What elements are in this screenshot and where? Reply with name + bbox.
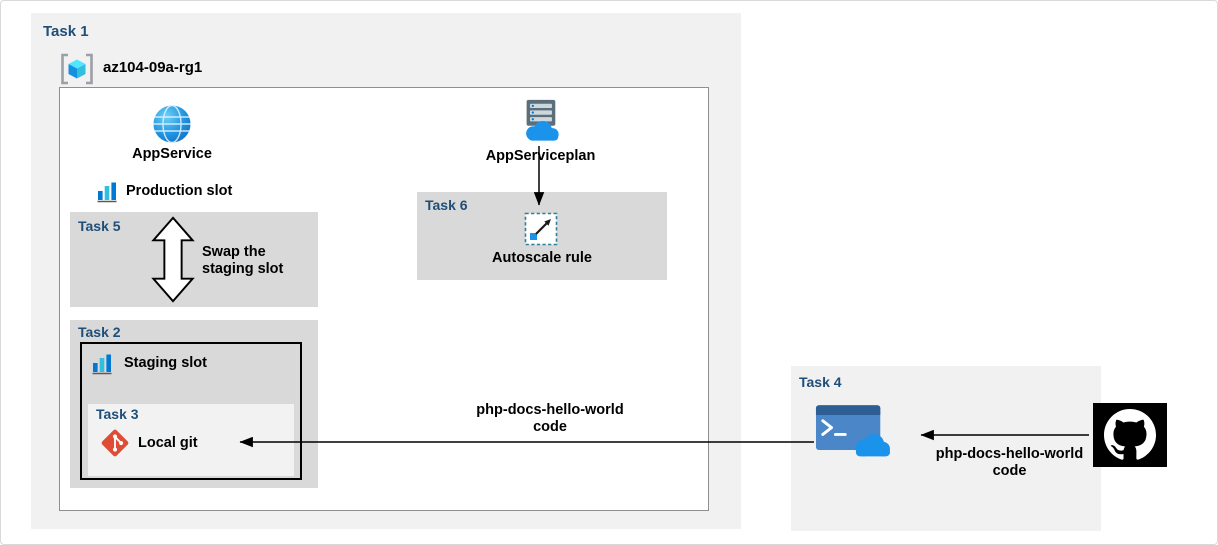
staging-slot-icon [92, 354, 112, 375]
resource-group-icon [61, 53, 93, 85]
production-slot-label: Production slot [126, 183, 233, 199]
task3-box: Task 3 Local git [88, 404, 294, 476]
cloud-shell-icon [815, 405, 891, 457]
task6-label: Task 6 [425, 197, 468, 213]
task2-box: Task 2 Staging slot Task 3 [70, 320, 318, 488]
swap-arrow-icon [151, 216, 195, 303]
task4-panel: Task 4 php-docs-hello-world code [791, 366, 1101, 531]
staging-slot-label: Staging slot [124, 355, 207, 371]
production-slot-icon [97, 182, 117, 203]
task5-caption: Swap the staging slot [202, 244, 284, 278]
resource-group-name: az104-09a-rg1 [103, 59, 203, 76]
task2-label: Task 2 [78, 324, 121, 340]
app-service-plan-icon [526, 99, 559, 141]
task3-caption: Local git [138, 435, 198, 451]
local-git-icon [101, 429, 129, 457]
task6-caption: Autoscale rule [492, 250, 592, 266]
task4-label: Task 4 [799, 374, 842, 390]
task1-label: Task 1 [43, 23, 89, 40]
github-icon [1093, 403, 1167, 467]
app-service-icon [153, 105, 191, 143]
app-service-label: AppService [132, 146, 212, 162]
autoscale-icon [524, 212, 558, 246]
task5-label: Task 5 [78, 218, 121, 234]
app-service-box: AppService AppServiceplan [59, 87, 709, 511]
task3-label: Task 3 [96, 406, 139, 422]
task1-panel: Task 1 az104-09a-rg1 [31, 13, 741, 529]
staging-slot-box: Staging slot Task 3 Local git [80, 342, 302, 480]
code-caption-center: php-docs-hello-world code [476, 402, 624, 436]
code-caption-right: php-docs-hello-world code [935, 446, 1084, 480]
task6-box: Task 6 Autoscale rule [417, 192, 667, 280]
app-service-plan-label: AppServiceplan [485, 148, 596, 164]
task5-box: Task 5 Swap the staging slot [70, 212, 318, 307]
